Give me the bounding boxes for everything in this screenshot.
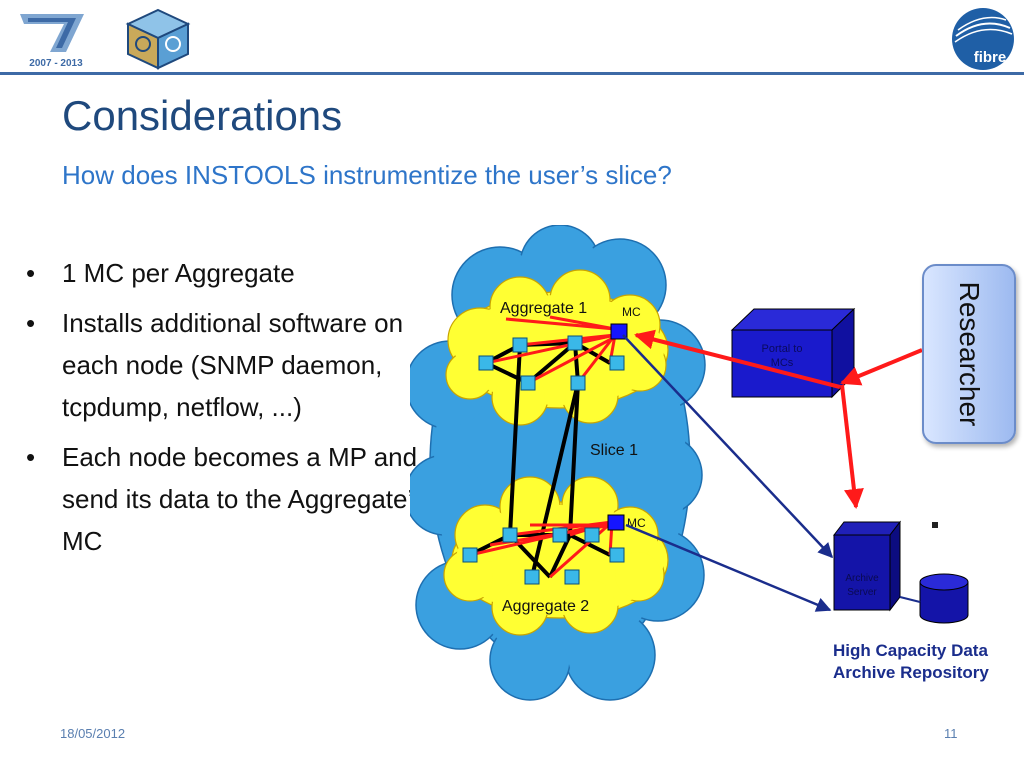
database-icon bbox=[919, 573, 969, 624]
bullet-dot bbox=[932, 522, 938, 528]
mc-node-2 bbox=[607, 514, 625, 531]
server-label: Archive bbox=[845, 573, 879, 584]
aggregate-2-label: Aggregate 2 bbox=[502, 598, 589, 615]
slide-subtitle: How does INSTOOLS instrumentize the user… bbox=[62, 160, 672, 190]
portal-label: MCs bbox=[771, 357, 794, 369]
server-label: Server bbox=[847, 587, 877, 598]
repository-label-line: Archive Repository bbox=[833, 663, 989, 682]
page-number: 11 bbox=[944, 726, 958, 741]
mp-node bbox=[502, 527, 518, 543]
mp-node bbox=[570, 375, 586, 391]
aggregate-1-red-links bbox=[485, 315, 617, 385]
mp-node bbox=[609, 547, 625, 563]
aggregate-1-label: Aggregate 1 bbox=[500, 300, 587, 317]
mp-node bbox=[520, 375, 536, 391]
researcher-box: Researcher bbox=[922, 264, 1016, 444]
mp-nodes bbox=[462, 335, 625, 585]
header-divider bbox=[0, 72, 1024, 75]
instools-diagram: Aggregate 1 MC Slice 1 Aggregate 2 MC Po… bbox=[410, 225, 969, 701]
mp-node bbox=[564, 569, 580, 585]
mp-node bbox=[584, 527, 600, 543]
bullet-item: 1 MC per Aggregate bbox=[22, 252, 442, 294]
mp-node bbox=[478, 355, 494, 371]
portal-label: Portal to bbox=[762, 343, 803, 355]
portal-to-mcs-box: Portal to MCs bbox=[730, 307, 856, 399]
slide-title: Considerations bbox=[62, 92, 343, 139]
slice-label: Slice 1 bbox=[590, 442, 638, 459]
mp-node bbox=[524, 569, 540, 585]
bullet-item: Each node becomes a MP and send its data… bbox=[22, 436, 442, 562]
archive-server: Archive Server bbox=[832, 520, 902, 612]
cube-logo bbox=[125, 8, 191, 70]
mc2-to-archive-arrow bbox=[625, 523, 832, 612]
fibre-logo: fibre bbox=[952, 8, 1014, 70]
mp-node bbox=[567, 335, 583, 351]
researcher-to-portal-arrow bbox=[840, 348, 923, 386]
footer-date: 18/05/2012 bbox=[60, 726, 126, 741]
mp-node bbox=[512, 337, 528, 353]
mc1-to-archive-arrow bbox=[622, 334, 834, 559]
bullet-list: 1 MC per Aggregate Installs additional s… bbox=[22, 252, 442, 562]
mc-label-1: MC bbox=[622, 305, 641, 319]
fp7-logo: 2007 - 2013 bbox=[16, 14, 96, 69]
server-db-link bbox=[899, 596, 921, 603]
mp-node bbox=[462, 547, 478, 563]
researcher-label: Researcher bbox=[954, 281, 985, 427]
fp7-logo-text: 2007 - 2013 bbox=[29, 58, 83, 69]
fibre-logo-text: fibre bbox=[974, 49, 1007, 66]
repository-label-line: High Capacity Data bbox=[833, 641, 988, 660]
mp-node bbox=[552, 527, 568, 543]
bullet-item: Installs additional software on each nod… bbox=[22, 302, 442, 428]
mp-node bbox=[609, 355, 625, 371]
repository-label: High Capacity Data Archive Repository bbox=[833, 640, 989, 684]
portal-to-archive-red-arrow bbox=[840, 384, 864, 509]
portal-to-mc1-arrow bbox=[634, 329, 841, 389]
